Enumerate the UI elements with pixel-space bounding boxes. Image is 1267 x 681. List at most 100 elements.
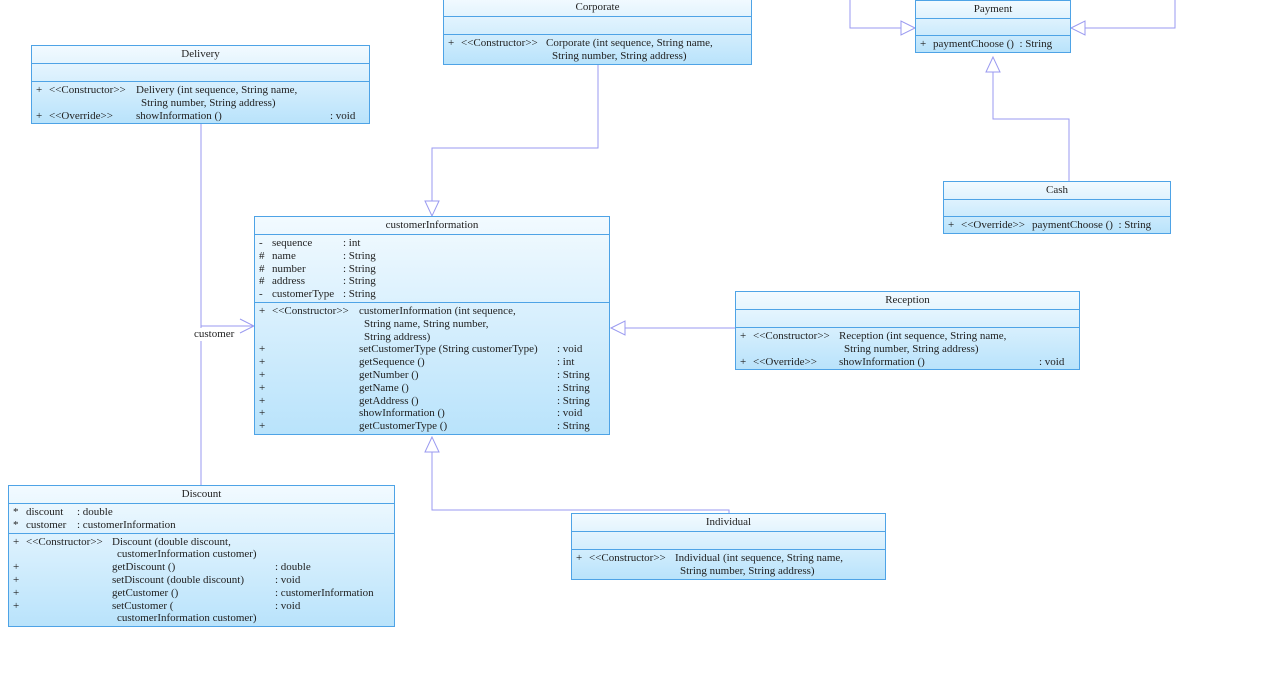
visibility: +	[259, 343, 266, 356]
visibility: +	[740, 330, 747, 342]
attributes-section	[916, 19, 1070, 36]
stereotype: <<Constructor>>	[753, 330, 830, 342]
attribute-row: -customerType: String	[255, 288, 609, 301]
return-type: : String	[557, 420, 590, 433]
methods-section: +<<Constructor>>Reception (int sequence,…	[736, 328, 1079, 369]
class-name: Payment	[916, 1, 1070, 19]
method-signature: String number, String address)	[680, 564, 815, 577]
stereotype: <<Constructor>>	[461, 37, 538, 49]
class-cash[interactable]: Cash+<<Override>>paymentChoose () : Stri…	[943, 181, 1171, 234]
method-row: String number, String address)	[572, 565, 885, 578]
visibility: +	[576, 552, 583, 564]
return-type: : double	[275, 561, 311, 574]
class-customerinformation[interactable]: customerInformation-sequence: int#name: …	[254, 216, 610, 435]
method-row: String name, String number,	[255, 318, 609, 331]
visibility: +	[13, 586, 20, 599]
visibility: +	[259, 368, 266, 381]
method-signature: Delivery (int sequence, String name,	[136, 84, 298, 96]
method-signature: paymentChoose () : String	[933, 38, 1053, 50]
method-row: +<<Constructor>>Reception (int sequence,…	[736, 330, 1079, 343]
stereotype: <<Override>>	[49, 109, 113, 122]
inheritance-arrow-icon	[1069, 20, 1086, 36]
attribute-row: *customer: customerInformation	[9, 519, 394, 532]
method-signature: customerInformation (int sequence,	[359, 304, 516, 317]
visibility: +	[13, 561, 20, 574]
return-type: : String	[557, 394, 590, 407]
method-signature: getDiscount ()	[112, 561, 176, 574]
stereotype: <<Override>>	[961, 219, 1025, 231]
attribute-row: -sequence: int	[255, 237, 609, 250]
attribute-row: #address: String	[255, 275, 609, 288]
methods-section: + <<Override>> paymentChoose () : String	[944, 217, 1170, 233]
class-name: Reception	[736, 292, 1079, 310]
attribute-row: #name: String	[255, 250, 609, 263]
method-row: +getName (): String	[255, 382, 609, 395]
method-signature: String address)	[364, 330, 431, 343]
method-signature: getNumber ()	[359, 368, 419, 381]
attribute-name: address	[272, 275, 305, 288]
payment-right-generalization	[1085, 0, 1176, 29]
class-payment[interactable]: Payment + paymentChoose () : String	[915, 0, 1071, 53]
class-name: Corporate	[444, 0, 751, 17]
method-signature: getCustomer ()	[112, 586, 179, 599]
method-signature: showInformation ()	[136, 109, 222, 122]
method-signature: Corporate (int sequence, String name,	[546, 37, 713, 49]
method-row: +getCustomer (): customerInformation	[9, 587, 394, 600]
method-row: + getNumber () : String	[255, 369, 609, 382]
method-signature: String number, String address)	[844, 342, 979, 355]
method-signature: getCustomerType ()	[359, 420, 448, 433]
method-signature: setCustomer (	[112, 599, 174, 612]
stereotype: <<Constructor>>	[589, 552, 666, 564]
attribute-row: *discount: double	[9, 506, 394, 519]
method-signature: getName ()	[359, 381, 409, 394]
attribute-name: customer	[26, 518, 67, 531]
method-signature: showInformation ()	[359, 407, 445, 420]
method-row: +<<Override>>showInformation (): void	[736, 356, 1079, 369]
method-row: +<<Override>>showInformation (): void	[32, 110, 369, 123]
attribute-name: customerType	[272, 288, 335, 301]
individual-generalization	[431, 452, 730, 513]
method-signature: customerInformation customer)	[117, 548, 257, 561]
class-reception[interactable]: Reception+<<Constructor>>Reception (int …	[735, 291, 1080, 371]
attribute-type: : int	[343, 237, 361, 249]
visibility: *	[13, 506, 19, 518]
methods-section: +<<Constructor>>customerInformation (int…	[255, 303, 609, 434]
class-individual[interactable]: Individual+<<Constructor>>Individual (in…	[571, 513, 886, 580]
method-signature: getAddress ()	[359, 394, 419, 407]
class-name: Delivery	[32, 46, 369, 64]
return-type: : void	[1039, 355, 1065, 368]
visibility: #	[259, 275, 265, 288]
method-row: + <<Override>> paymentChoose () : String	[944, 219, 1170, 232]
visibility: +	[448, 37, 455, 49]
class-delivery[interactable]: Delivery +<<Constructor>>Delivery (int se…	[31, 45, 370, 125]
class-name: Discount	[9, 486, 394, 504]
visibility: #	[259, 262, 265, 275]
method-row: +<<Constructor>>Discount (double discoun…	[9, 536, 394, 549]
class-corporate[interactable]: Corporate + <<Constructor>> Corporate (int …	[443, 0, 752, 65]
method-signature: String name, String number,	[364, 317, 489, 330]
visibility: +	[920, 38, 927, 50]
method-signature: Individual (int sequence, String name,	[675, 552, 844, 564]
return-type: : String	[557, 368, 590, 381]
method-row: String number, String address)	[736, 343, 1079, 356]
method-row: String number, String address)	[444, 50, 751, 63]
method-signature: setCustomerType (String customerType)	[359, 343, 538, 356]
method-row: String address)	[255, 331, 609, 344]
visibility: -	[259, 237, 263, 249]
attributes-section	[572, 532, 885, 550]
method-signature: showInformation ()	[839, 355, 925, 368]
methods-section: +<<Constructor>>Delivery (int sequence, …	[32, 82, 369, 123]
inheritance-arrow-icon	[424, 435, 440, 453]
class-discount[interactable]: Discount *discount: double*customer: cust…	[8, 485, 395, 628]
return-type: : void	[275, 573, 301, 586]
visibility: +	[259, 381, 266, 394]
visibility: +	[259, 407, 266, 420]
method-row: +getAddress (): String	[255, 395, 609, 408]
visibility: +	[948, 219, 955, 231]
attributes-section	[444, 17, 751, 35]
method-row: +showInformation (): void	[255, 407, 609, 420]
method-row: +setDiscount (double discount): void	[9, 574, 394, 587]
method-signature: paymentChoose () : String	[1032, 219, 1152, 231]
visibility: -	[259, 288, 263, 301]
